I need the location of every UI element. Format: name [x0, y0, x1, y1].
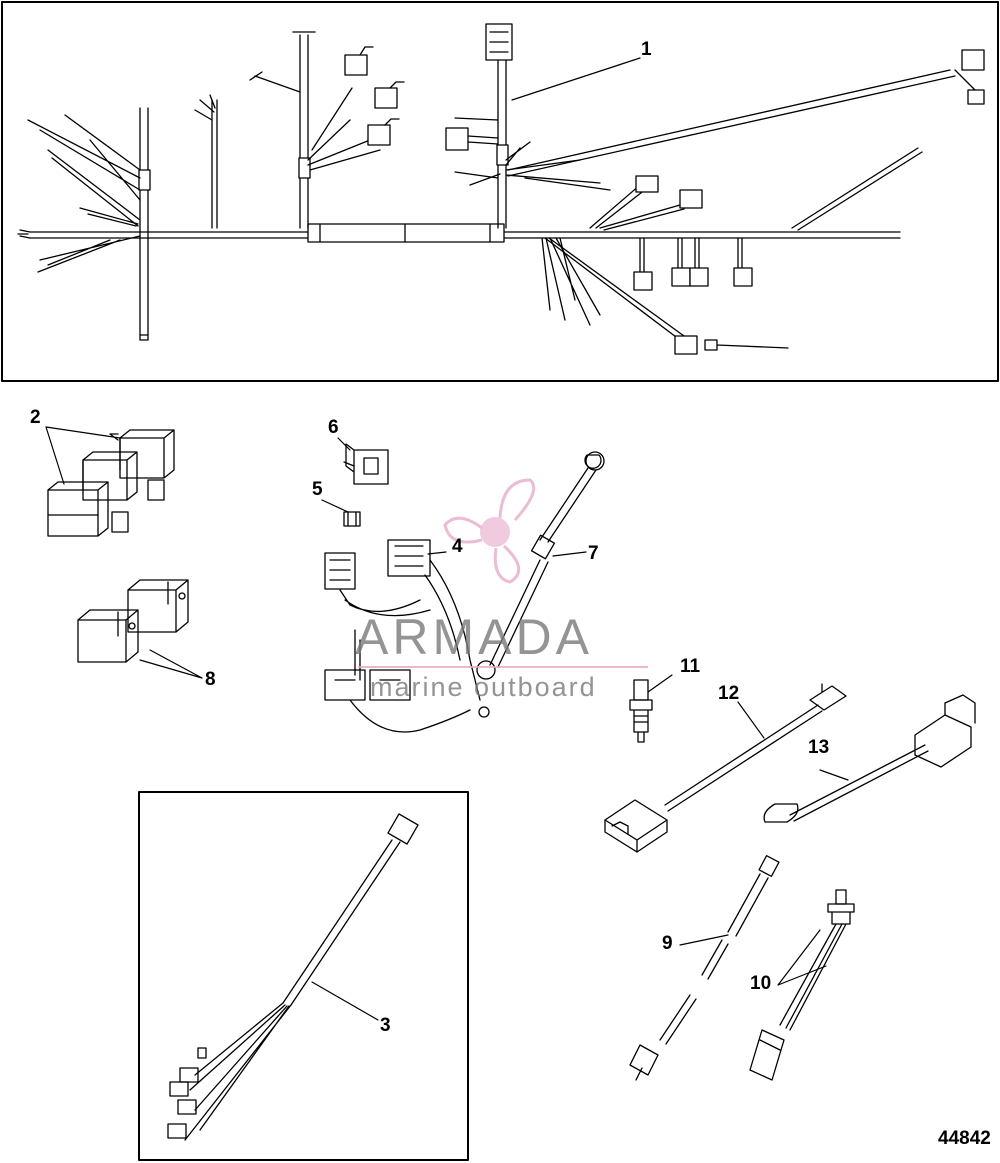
watermark-tagline: marine outboard: [370, 672, 597, 702]
callout-8: 8: [205, 669, 216, 690]
callout-10: 10: [750, 973, 772, 994]
callout-5: 5: [312, 479, 323, 500]
watermark-brand: ARMADA: [355, 609, 593, 665]
relays-group: [47, 429, 175, 537]
callout-13: 13: [808, 737, 830, 758]
callout-7: 7: [588, 543, 599, 564]
callout-12: 12: [718, 683, 740, 704]
leader-lines: [45, 57, 849, 1021]
watermark-rule: [358, 666, 648, 668]
fuse-holder: [343, 443, 389, 485]
callout-11: 11: [680, 656, 701, 677]
sub-harness-frame: [138, 791, 469, 1161]
callout-6: 6: [328, 417, 339, 438]
relays-pair: [77, 579, 189, 663]
main-harness: [17, 23, 985, 355]
sub-harness: [167, 813, 419, 1141]
callout-2: 2: [30, 407, 41, 428]
callout-1: 1: [641, 39, 652, 60]
callout-9: 9: [662, 933, 673, 954]
ground-strap: [476, 451, 605, 680]
callout-3: 3: [380, 1015, 391, 1036]
sensor-lead-13: [763, 694, 976, 823]
watermark-logo-icon: [443, 478, 536, 584]
main-harness-frame: [1, 1, 999, 382]
pressure-sender: [629, 679, 653, 743]
figure-id: 44842: [938, 1128, 991, 1149]
callout-4: 4: [452, 536, 463, 557]
jumper-harness: [324, 539, 490, 733]
temp-sensor-10: [749, 889, 855, 1081]
probe-sensor-9: [629, 855, 780, 1081]
sensor-lead-12: [604, 683, 847, 853]
fuse: [343, 511, 361, 527]
